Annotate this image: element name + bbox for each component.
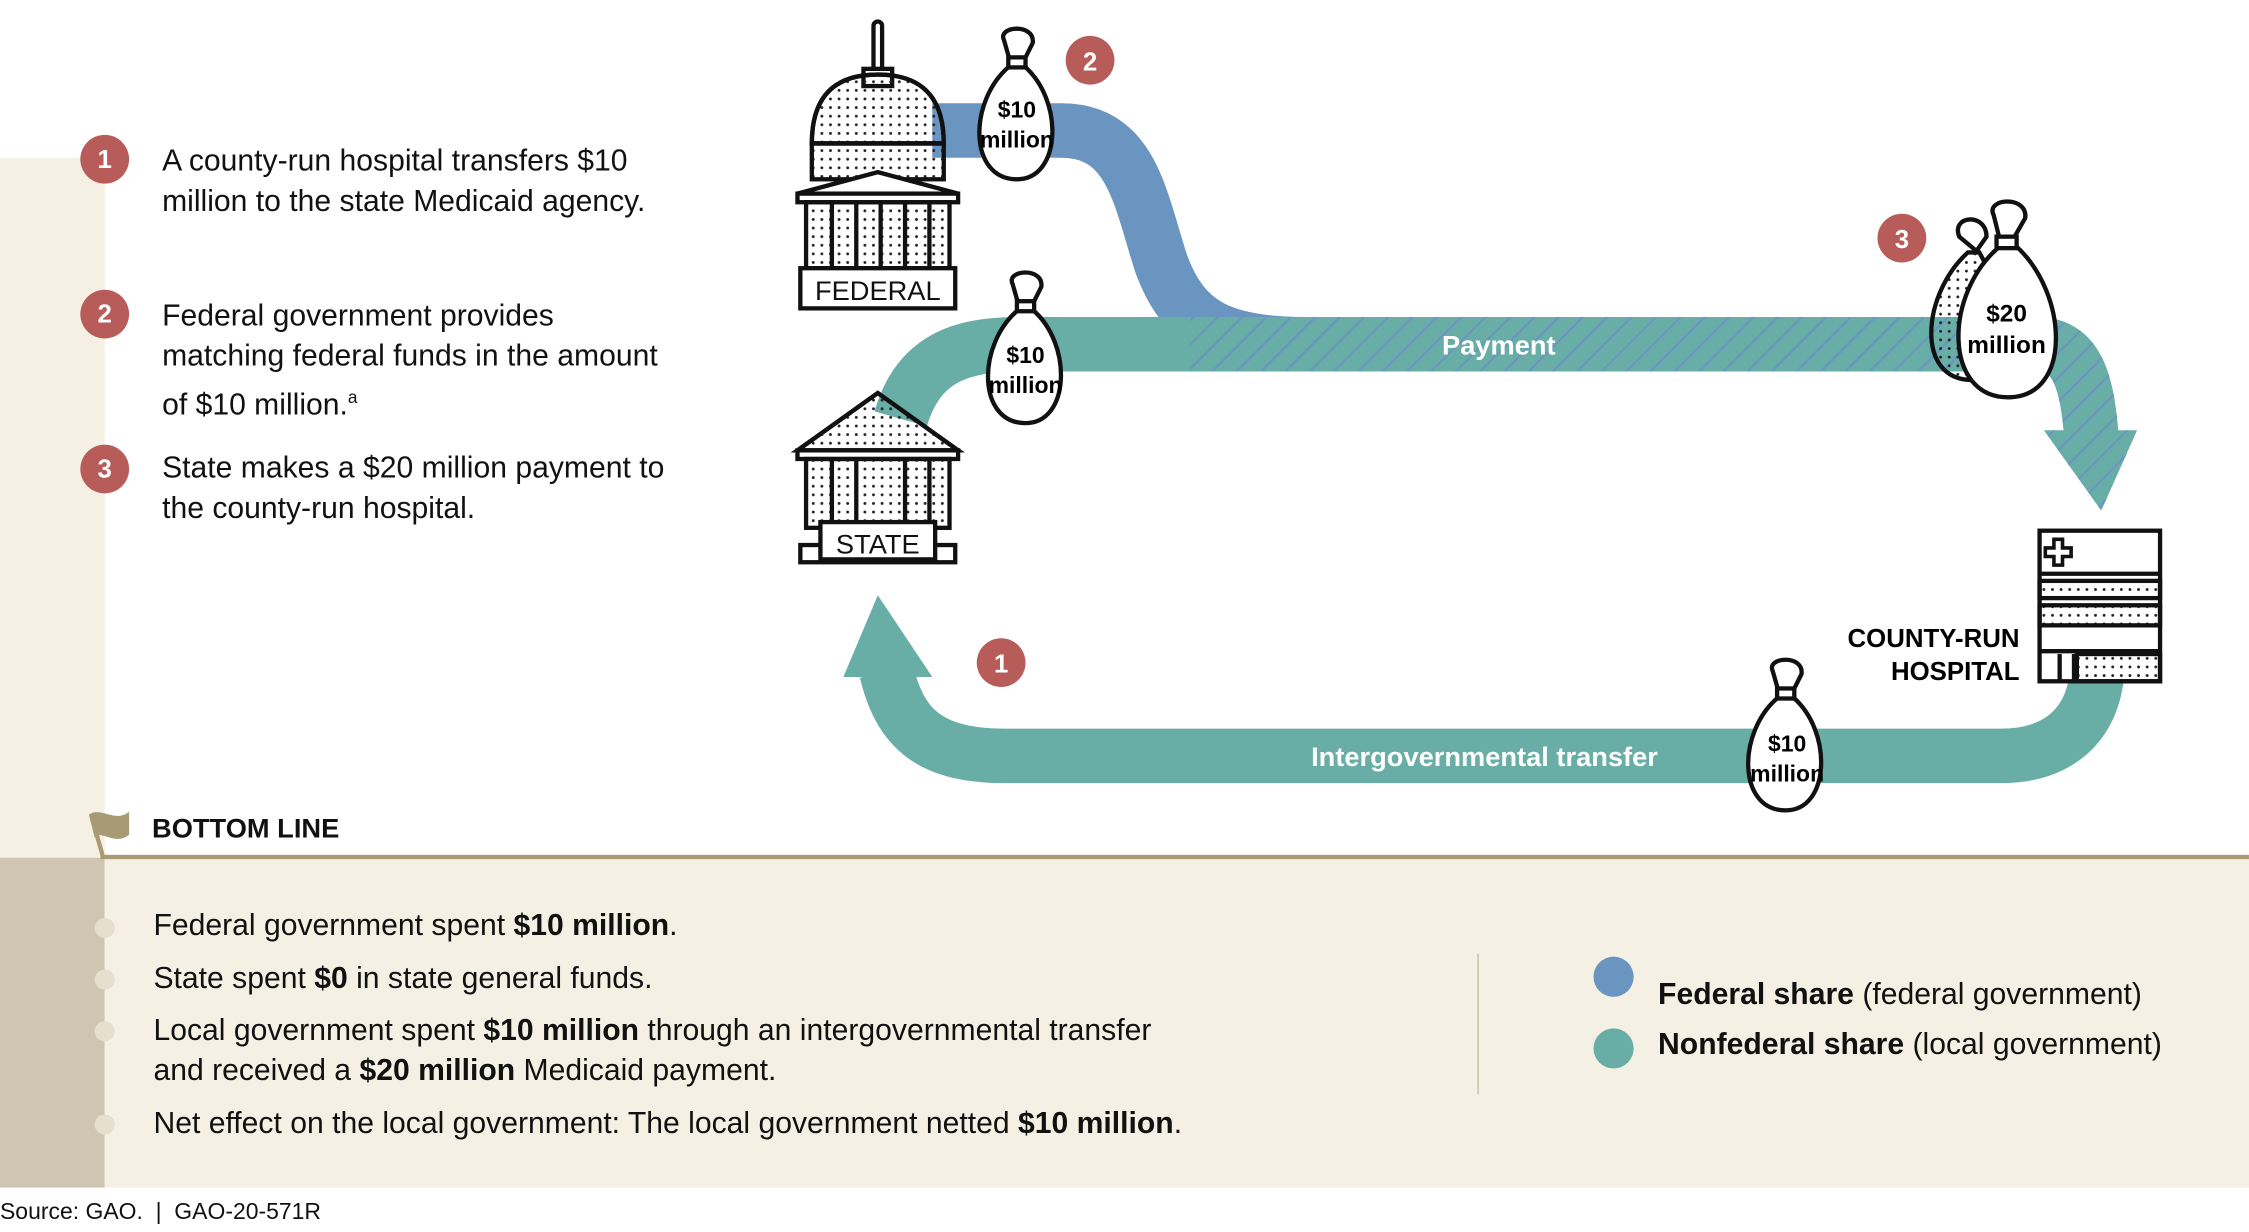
- bullet-emphasis: $10 million: [513, 909, 670, 943]
- bottom-strip: [0, 857, 105, 1188]
- payment-label: Payment: [1442, 329, 1556, 360]
- federal-building-icon: [795, 19, 961, 311]
- bag-federal-amount: $10: [998, 97, 1036, 123]
- bag-payment-unit: million: [1967, 332, 2046, 359]
- federal-label: FEDERAL: [815, 275, 941, 306]
- source-note: Source: GAO. | GAO-20-571R: [0, 1200, 321, 1225]
- step-text-2-body: Federal government provides matching fed…: [162, 299, 658, 422]
- hospital-label-line1: COUNTY-RUN: [1848, 625, 2020, 653]
- legend-label: Nonfederal share: [1658, 1028, 1905, 1062]
- legend-desc: (federal government): [1853, 978, 2142, 1012]
- hospital-label-line2: HOSPITAL: [1891, 658, 2020, 686]
- bullet-marker: [94, 1021, 115, 1042]
- diagram-badge-2-circle: [1065, 35, 1115, 85]
- diagram-badge-3-circle: [1877, 213, 1927, 263]
- step-text-1: A county-run hospital transfers $10 mill…: [162, 144, 646, 219]
- bottom-line-panel: [104, 857, 2249, 1188]
- bullet-text: State spent: [153, 962, 315, 996]
- money-bag-icon-federal: [977, 26, 1055, 182]
- legend-swatch-federal: [1593, 956, 1634, 997]
- legend-federal: Federal share (federal government): [1658, 978, 2142, 1012]
- bullet-marker: [94, 1114, 115, 1135]
- money-bag-icon-state: [985, 270, 1063, 426]
- legend-swatch-nonfederal: [1593, 1028, 1634, 1069]
- bag-federal-unit: million: [980, 127, 1054, 153]
- flag-icon: [88, 811, 130, 859]
- bullet-marker: [94, 917, 115, 939]
- bullet-emphasis: $20 million: [359, 1054, 516, 1088]
- money-bag-icon-transfer: [1746, 657, 1824, 813]
- legend-desc: (local government): [1904, 1028, 2162, 1062]
- transfer-flow: [859, 664, 2125, 784]
- bottom-line-title: BOTTOM LINE: [152, 814, 340, 845]
- step-text-2: Federal government provides matching fed…: [162, 297, 678, 426]
- bullet-2: State spent $0 in state general funds.: [153, 960, 652, 1000]
- bullet-text: .: [669, 909, 678, 943]
- bullet-text: Net effect on the local government: The …: [153, 1107, 1019, 1141]
- bag-state-unit: million: [989, 372, 1063, 398]
- bullet-text: in state general funds.: [347, 962, 653, 996]
- diagram-badge-2: 2: [1083, 48, 1097, 76]
- bottom-line-rule: [100, 854, 2249, 860]
- bullet-text: .: [1173, 1107, 1183, 1141]
- bag-payment-amount: $20: [1986, 300, 2027, 327]
- bullet-marker: [94, 969, 115, 990]
- diagram-badge-1: 1: [994, 651, 1008, 679]
- bullet-text: Medicaid payment.: [515, 1054, 777, 1088]
- bullet-emphasis: $10 million: [483, 1014, 640, 1048]
- bullet-1: Federal government spent $10 million.: [153, 906, 677, 946]
- diagram-badge-1-circle: [976, 638, 1026, 688]
- step-text-3: State makes a $20 million payment to the…: [162, 451, 665, 525]
- bag-transfer-unit: million: [1750, 761, 1824, 787]
- transfer-label: Intergovernmental transfer: [1311, 741, 1658, 772]
- step-badge-1: 1: [80, 134, 130, 184]
- bullet-text: Federal government spent: [153, 909, 514, 943]
- bullet-emphasis: $0: [314, 962, 348, 996]
- bag-state-amount: $10: [1006, 342, 1044, 368]
- diagram-badge-3: 3: [1895, 226, 1909, 254]
- bullet-emphasis: $10 million: [1018, 1107, 1174, 1141]
- state-label: STATE: [836, 529, 920, 560]
- money-bag-icon-payment: [1929, 199, 2059, 400]
- bullet-4: Net effect on the local government: The …: [153, 1104, 1182, 1144]
- bullet-3-continued: and received a $20 million Medicaid paym…: [153, 1051, 776, 1091]
- legend-divider: [1477, 953, 1479, 1095]
- legend-label: Federal share: [1658, 978, 1854, 1012]
- flow-diagram: FEDERAL STATE COUNTY-RUN HOSPITAL Paymen…: [88, 19, 2163, 859]
- bullet-3: Local government spent $10 million throu…: [153, 1011, 1151, 1051]
- step-badge-3: 3: [80, 444, 130, 494]
- hospital-building-icon: [2037, 528, 2163, 684]
- left-strip: [0, 157, 105, 858]
- step-badge-2: 2: [80, 289, 130, 339]
- bullet-text: Local government spent: [153, 1014, 484, 1048]
- bullet-text: through an intergovernmental transfer: [639, 1014, 1152, 1048]
- bullet-text: and received a: [153, 1054, 360, 1088]
- footnote-marker: a: [347, 387, 358, 408]
- bag-transfer-amount: $10: [1768, 731, 1806, 757]
- state-building-icon: [790, 390, 965, 565]
- transfer-arrowhead: [843, 595, 933, 677]
- legend-nonfederal: Nonfederal share (local government): [1658, 1028, 2162, 1062]
